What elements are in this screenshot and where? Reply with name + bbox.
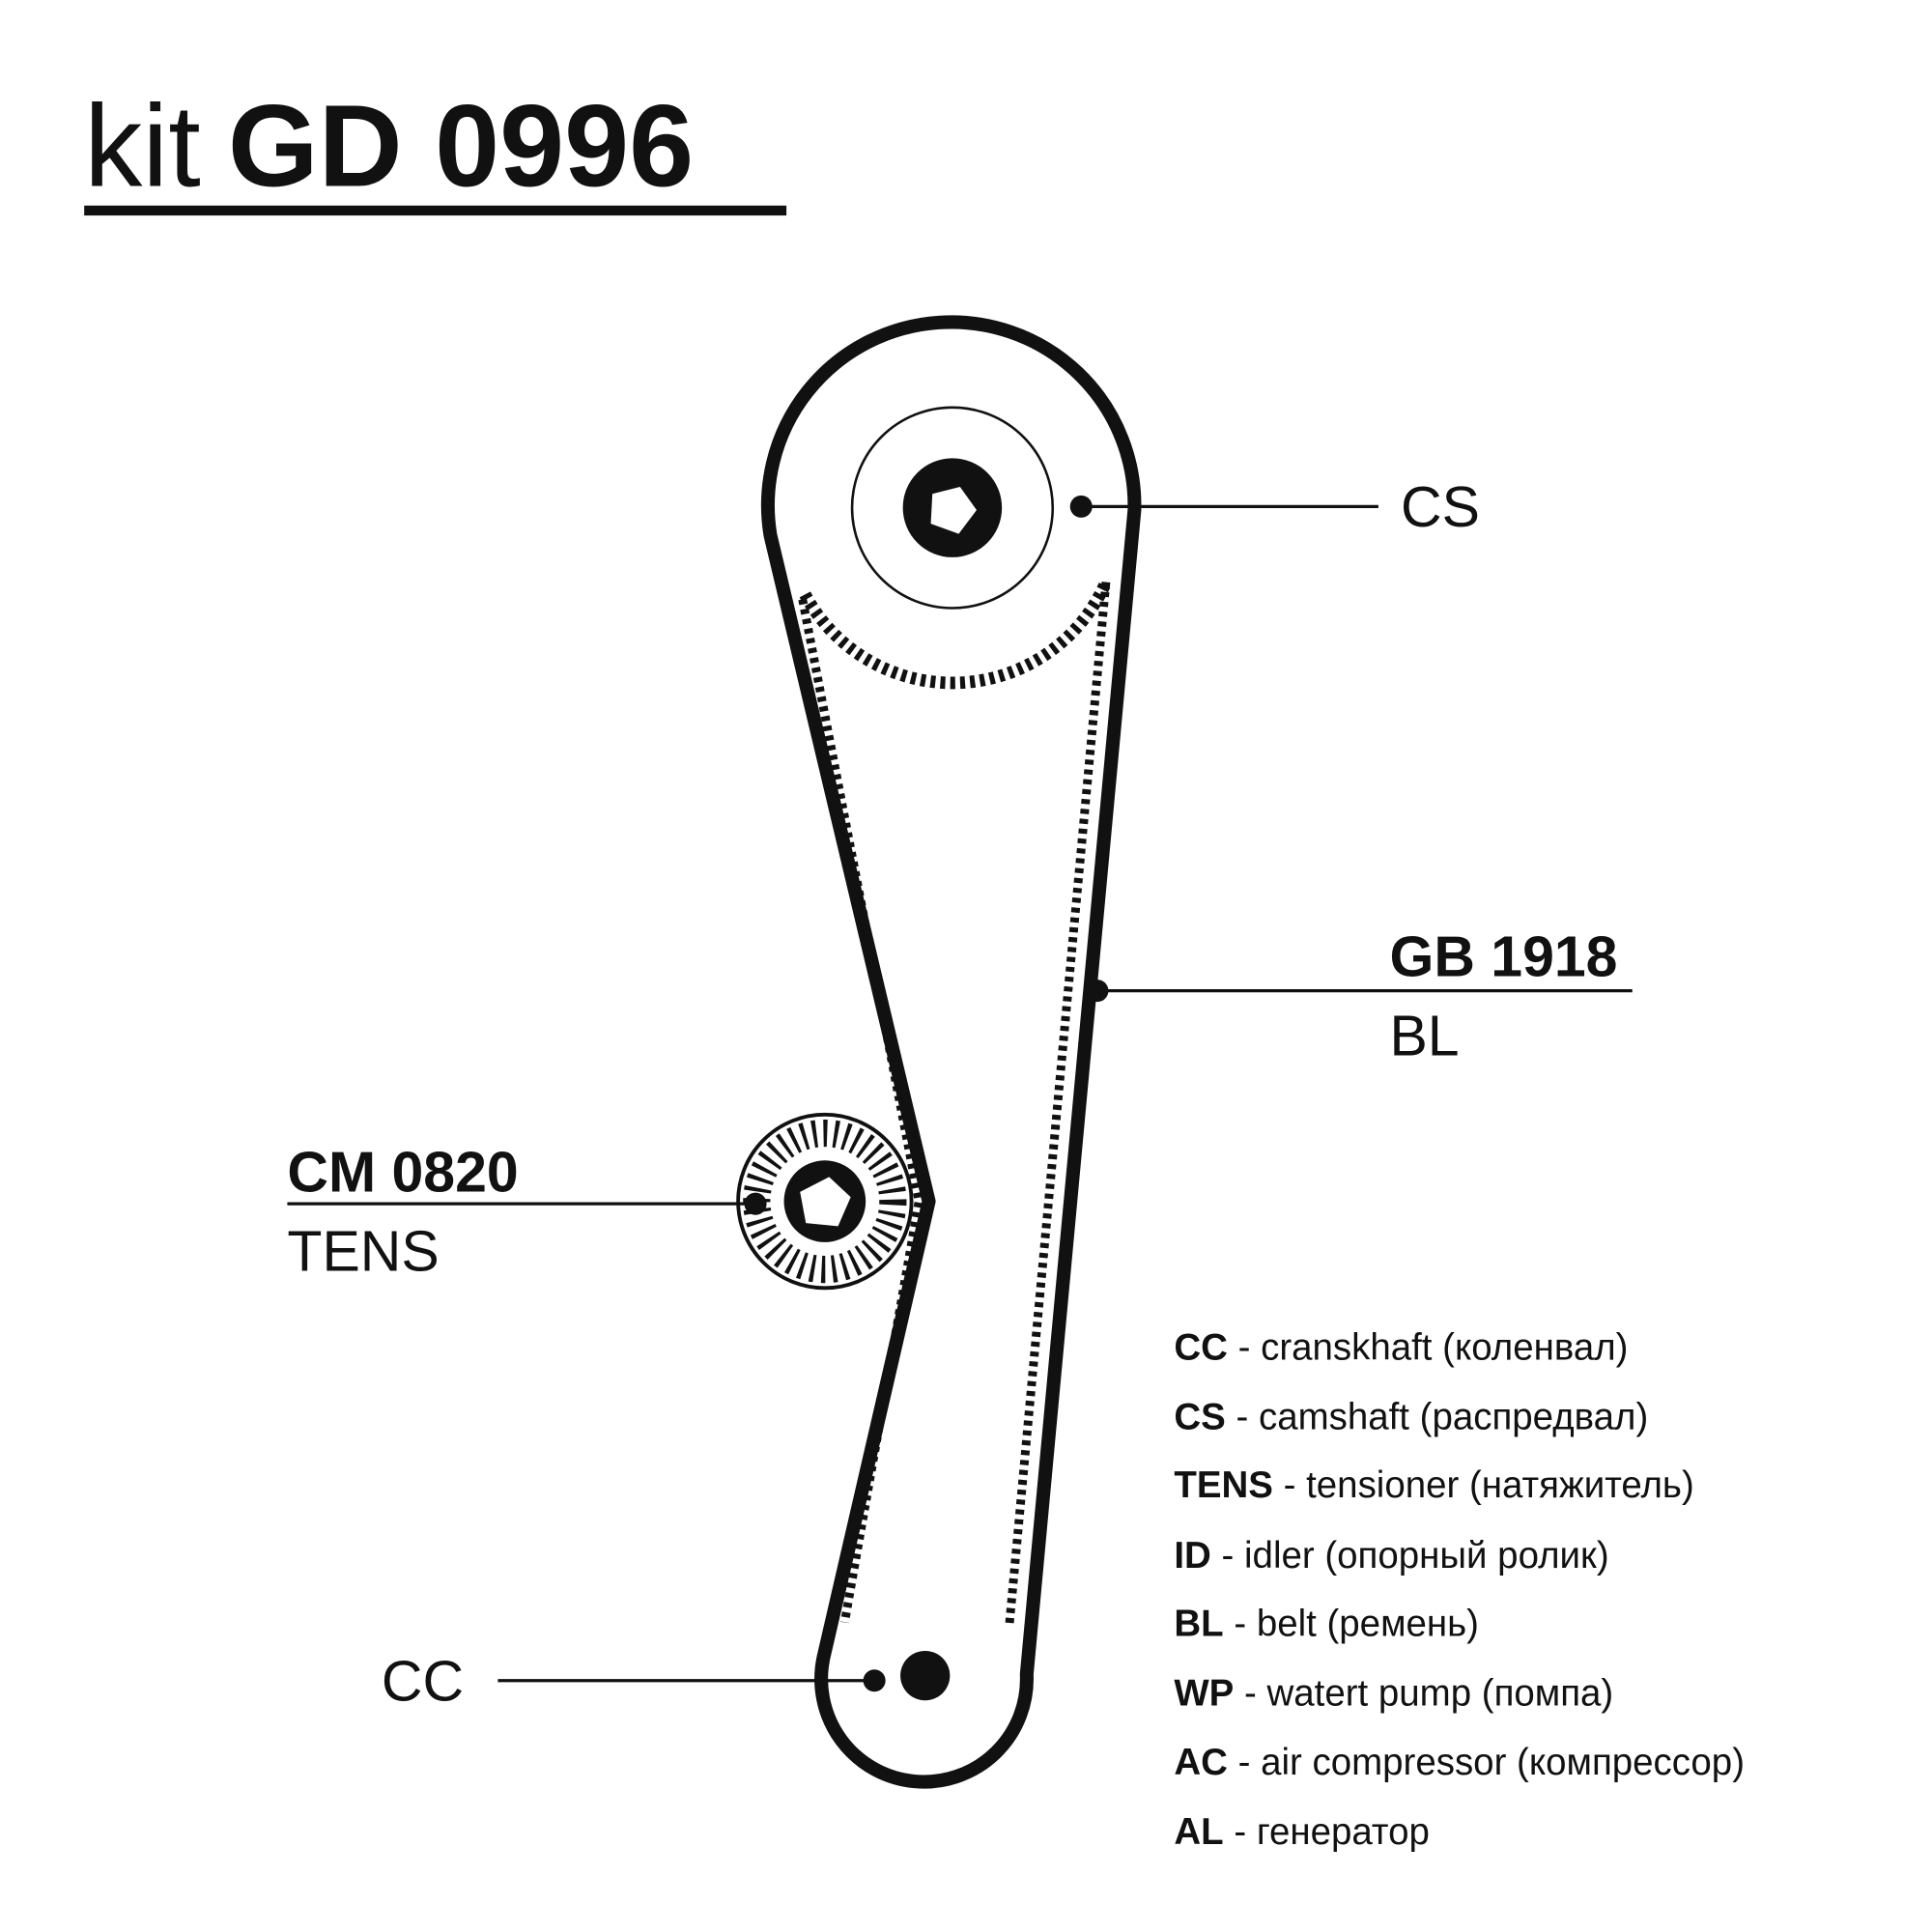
legend-item: WP - watert pump (помпа) — [1174, 1672, 1613, 1714]
legend-item: ID - idler (опорный ролик) — [1174, 1535, 1608, 1577]
tensioner-code-label: CM 0820 — [287, 1141, 518, 1204]
legend-item: BL - belt (ремень) — [1174, 1604, 1479, 1645]
tensioner-type-label: TENS — [287, 1220, 439, 1283]
camshaft-pulley — [850, 406, 1055, 610]
legend-item: CC - cranskhaft (коленвал) — [1174, 1327, 1628, 1369]
belt — [760, 315, 1142, 1789]
tensioner-leader: CM 0820 TENS — [287, 1141, 767, 1283]
cc-leader: CC — [382, 1650, 886, 1713]
title-prefix: kit — [84, 80, 200, 211]
legend: CC - cranskhaft (коленвал) CS - camshaft… — [1174, 1327, 1745, 1853]
title-code: GD 0996 — [228, 80, 694, 211]
crankshaft-pulley — [900, 1650, 951, 1701]
legend-item: TENS - tensioner (натяжитель) — [1174, 1464, 1693, 1506]
belt-leader: GB 1918 BL — [1086, 925, 1633, 1067]
title-underline — [84, 205, 787, 216]
legend-item: AL - генератор — [1174, 1811, 1430, 1853]
cs-label: CS — [1401, 476, 1480, 539]
tensioner-pulley — [736, 1112, 914, 1291]
belt-code-label: GB 1918 — [1389, 925, 1617, 988]
belt-type-label: BL — [1389, 1005, 1459, 1067]
cc-label: CC — [382, 1650, 464, 1713]
cs-leader: CS — [1069, 476, 1480, 539]
legend-item: CS - camshaft (распредвал) — [1174, 1396, 1648, 1437]
legend-item: AC - air compressor (компрессор) — [1174, 1742, 1745, 1783]
